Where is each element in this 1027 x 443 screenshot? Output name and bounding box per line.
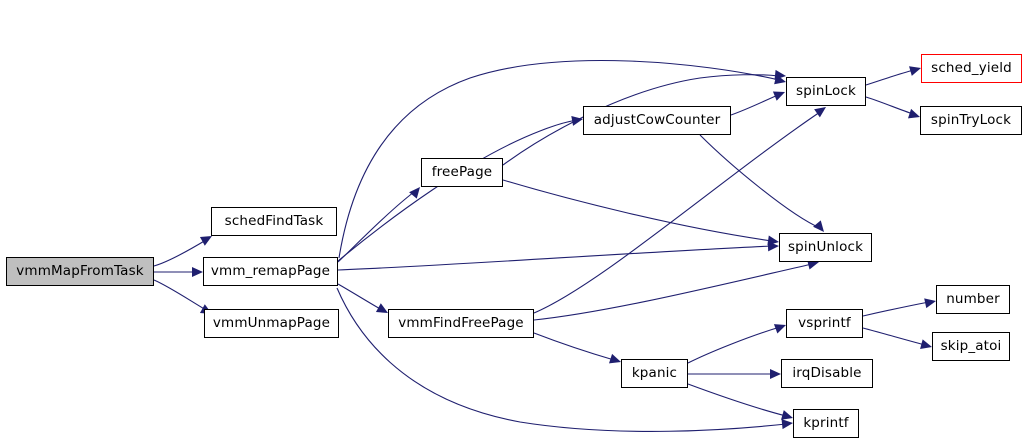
graph-node-label: vmmFindFreePage	[398, 314, 524, 331]
graph-node-vmmFindFreePage[interactable]: vmmFindFreePage	[388, 309, 534, 338]
graph-node-label: spinUnlock	[787, 238, 864, 255]
graph-node-vmmUnmapPage[interactable]: vmmUnmapPage	[204, 309, 339, 338]
arrowhead-vmmFindFreePage-to-spinUnlock	[807, 259, 819, 270]
edge-adjustCowCounter-to-spinUnlock	[699, 134, 821, 229]
edge-vmmFindFreePage-to-spinLock	[533, 111, 821, 314]
graph-node-freePage[interactable]: freePage	[421, 158, 503, 187]
arrowhead-kpanic-to-vsprintf	[773, 324, 786, 334]
graph-node-label: schedFindTask	[224, 212, 324, 229]
graph-node-kpanic[interactable]: kpanic	[621, 359, 688, 388]
arrowhead-freePage-to-spinLock	[774, 69, 786, 80]
arrowhead-vmm_remapPage-to-freePage	[409, 187, 420, 199]
edge-vsprintf-to-number	[862, 301, 930, 317]
edge-vmmFindFreePage-to-spinUnlock	[533, 263, 813, 321]
edge-kpanic-to-kprintf	[687, 383, 787, 417]
edge-spinLock-to-sched_yield	[865, 69, 915, 86]
graph-node-vsprintf[interactable]: vsprintf	[786, 309, 863, 338]
edge-vmmMapFromTask-to-schedFindTask	[153, 239, 207, 267]
graph-node-kprintf[interactable]: kprintf	[793, 409, 859, 438]
edge-vmm_remapPage-to-kprintf	[336, 287, 787, 432]
arrowhead-vmmMapFromTask-to-schedFindTask	[199, 236, 212, 246]
graph-node-label: vmmUnmapPage	[212, 314, 331, 331]
edge-vmm_remapPage-to-spinUnlock	[337, 245, 773, 271]
graph-node-label: vsprintf	[798, 314, 851, 331]
graph-node-adjustCowCounter[interactable]: adjustCowCounter	[583, 106, 731, 135]
edge-vmm_remapPage-to-adjustCowCounter	[337, 119, 578, 262]
graph-node-label: vmm_remapPage	[210, 262, 331, 279]
arrowhead-spinLock-to-sched_yield	[909, 66, 921, 76]
graph-node-schedFindTask[interactable]: schedFindTask	[211, 207, 337, 236]
edge-freePage-to-spinLock	[502, 74, 780, 166]
edge-vmmMapFromTask-to-vmmUnmapPage	[153, 279, 207, 311]
arrowhead-vmmFindFreePage-to-spinLock	[814, 107, 826, 118]
edge-vsprintf-to-skip_atoi	[862, 327, 926, 346]
graph-node-spinTryLock[interactable]: spinTryLock	[920, 106, 1022, 135]
arrowhead-vmmMapFromTask-to-vmm_remapPage	[192, 267, 203, 277]
arrowhead-kpanic-to-kprintf	[781, 410, 793, 420]
arrowhead-adjustCowCounter-to-spinLock	[772, 91, 785, 101]
graph-node-label: skip_atoi	[940, 337, 1002, 354]
arrowhead-vsprintf-to-number	[924, 298, 936, 309]
arrowhead-freePage-to-spinUnlock	[767, 235, 779, 246]
graph-node-label: spinLock	[796, 82, 856, 99]
arrowhead-vmm_remapPage-to-vmmFindFreePage	[375, 303, 388, 313]
graph-node-label: kpanic	[631, 364, 678, 381]
graph-node-label: number	[946, 290, 1000, 307]
arrowhead-vmm_remapPage-to-kprintf	[781, 419, 793, 430]
edge-spinLock-to-spinTryLock	[865, 96, 914, 115]
edge-vmm_remapPage-to-vmmFindFreePage	[337, 283, 383, 311]
graph-node-spinLock[interactable]: spinLock	[786, 77, 866, 106]
graph-node-label: irqDisable	[792, 364, 862, 381]
graph-node-number[interactable]: number	[936, 285, 1010, 314]
graph-node-sched_yield[interactable]: sched_yield	[921, 54, 1022, 83]
graph-node-label: kprintf	[803, 414, 849, 431]
edge-kpanic-to-vsprintf	[687, 326, 781, 364]
arrowhead-vmmFindFreePage-to-kpanic	[608, 353, 621, 364]
edge-vmm_remapPage-to-spinLock	[338, 60, 780, 259]
graph-node-irqDisable[interactable]: irqDisable	[781, 359, 873, 388]
graph-node-label: sched_yield	[931, 59, 1012, 76]
arrowhead-vsprintf-to-skip_atoi	[920, 339, 932, 349]
graph-node-vmm_remapPage[interactable]: vmm_remapPage	[203, 257, 338, 286]
arrowhead-kpanic-to-irqDisable	[770, 369, 781, 379]
arrowhead-adjustCowCounter-to-spinUnlock	[813, 220, 824, 232]
graph-node-label: spinTryLock	[930, 111, 1012, 128]
graph-node-label: freePage	[431, 163, 493, 180]
arrowhead-spinLock-to-spinTryLock	[907, 108, 920, 119]
edge-adjustCowCounter-to-spinLock	[730, 94, 779, 116]
graph-node-skip_atoi[interactable]: skip_atoi	[932, 332, 1010, 361]
graph-node-spinUnlock[interactable]: spinUnlock	[779, 233, 872, 262]
graph-node-vmmMapFromTask[interactable]: vmmMapFromTask	[6, 257, 154, 286]
edge-vmmFindFreePage-to-kpanic	[533, 332, 615, 361]
graph-node-label: adjustCowCounter	[593, 111, 721, 128]
graph-node-label: vmmMapFromTask	[16, 262, 144, 279]
edge-freePage-to-spinUnlock	[502, 179, 773, 242]
